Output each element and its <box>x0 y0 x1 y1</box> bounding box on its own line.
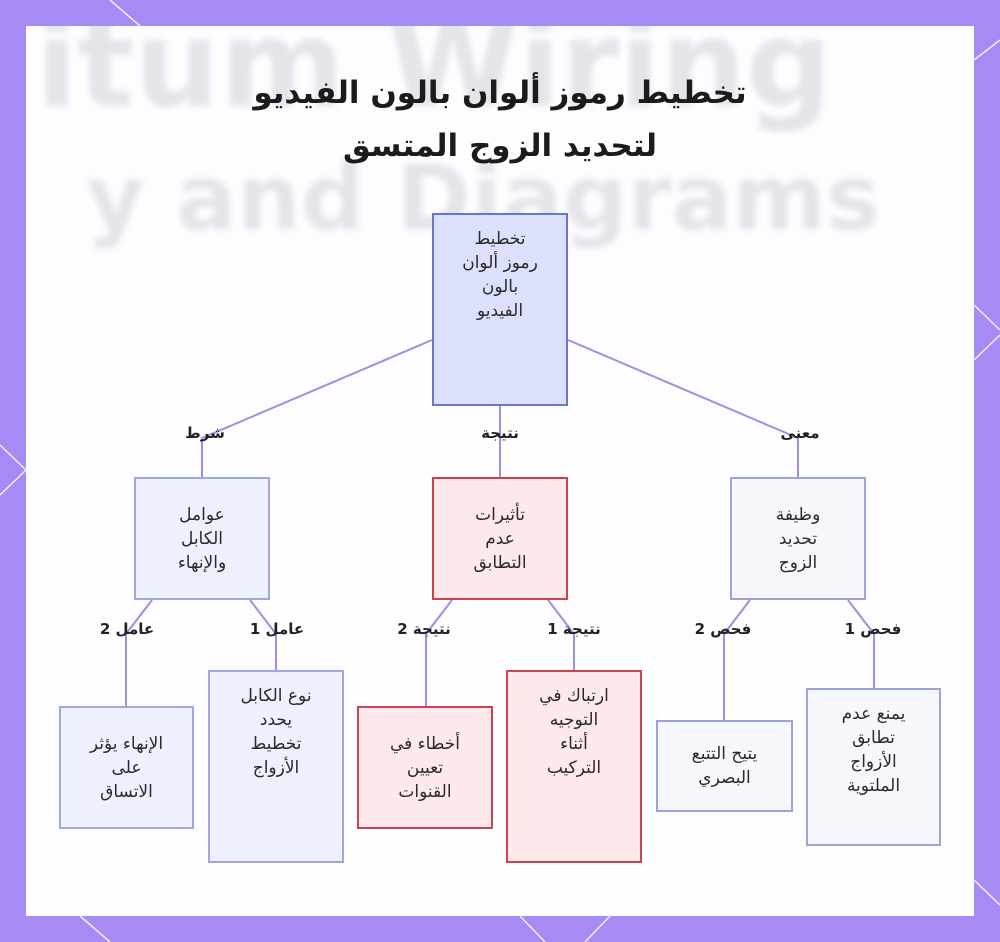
node-root: تخطيط رموز ألوان بالون الفيديو <box>432 213 568 406</box>
edge-function-prevent <box>847 599 875 688</box>
edge-label-meaning: معنى <box>780 424 820 442</box>
edge-label-result-2: نتيجة 2 <box>397 620 451 638</box>
edge-cable-type <box>249 599 277 670</box>
node-routing-confusion: ارتباك في التوجيه أثناء التركيب <box>506 670 642 863</box>
edge-label-check-1: فحص 1 <box>844 620 902 638</box>
edge-effects-routing <box>547 599 575 670</box>
node-cable-type: نوع الكابل يحدد تخطيط الأزواج <box>208 670 344 863</box>
edge-label-check-2: فحص 2 <box>694 620 752 638</box>
edge-label-result: نتيجة <box>481 424 519 442</box>
node-visual-tracking: يتيح التتبع البصري <box>656 720 793 812</box>
edge-label-result-1: نتيجة 1 <box>547 620 601 638</box>
edge-label-condition: شرط <box>185 424 225 442</box>
node-cable-factors: عوامل الكابل والإنهاء <box>134 477 270 600</box>
edge-function-visual <box>723 599 751 720</box>
node-channel-errors-label: أخطاء في تعيين القنوات <box>389 733 461 802</box>
diagram-title-line-2: لتحديد الزوج المتسق <box>342 128 658 164</box>
node-visual-tracking-label: يتيح التتبع البصري <box>691 744 758 788</box>
edge-root-function <box>567 339 799 477</box>
watermark-text-1: itum Wiring <box>36 26 832 135</box>
edge-label-factor-1: عامل 1 <box>249 620 305 638</box>
node-cable-type-label: نوع الكابل يحدد تخطيط الأزواج <box>240 686 312 778</box>
node-mismatch-effects: تأثيرات عدم التطابق <box>432 477 568 600</box>
node-prevent-mismatch: يمنع عدم تطابق الأزواج الملتوية <box>806 688 941 846</box>
node-pair-function: وظيفة تحديد الزوج <box>730 477 866 600</box>
node-cable-factors-label: عوامل الكابل والإنهاء <box>177 504 227 573</box>
edge-label-factor-2: عامل 2 <box>99 620 155 638</box>
edge-effects-channel <box>425 599 453 706</box>
node-termination-label: الإنهاء يؤثر على الاتساق <box>89 733 164 802</box>
edge-root-cable <box>201 339 433 477</box>
node-routing-confusion-label: ارتباك في التوجيه أثناء التركيب <box>539 686 609 778</box>
node-pair-function-label: وظيفة تحديد الزوج <box>775 504 821 573</box>
node-termination: الإنهاء يؤثر على الاتساق <box>59 706 194 829</box>
node-root-label: تخطيط رموز ألوان بالون الفيديو <box>462 229 538 321</box>
edge-cable-termination <box>125 599 153 706</box>
node-channel-errors: أخطاء في تعيين القنوات <box>357 706 493 829</box>
node-prevent-mismatch-label: يمنع عدم تطابق الأزواج الملتوية <box>841 704 906 796</box>
diagram-title-line-1: تخطيط رموز ألوان بالون الفيديو <box>253 75 747 111</box>
node-mismatch-effects-label: تأثيرات عدم التطابق <box>473 504 527 573</box>
